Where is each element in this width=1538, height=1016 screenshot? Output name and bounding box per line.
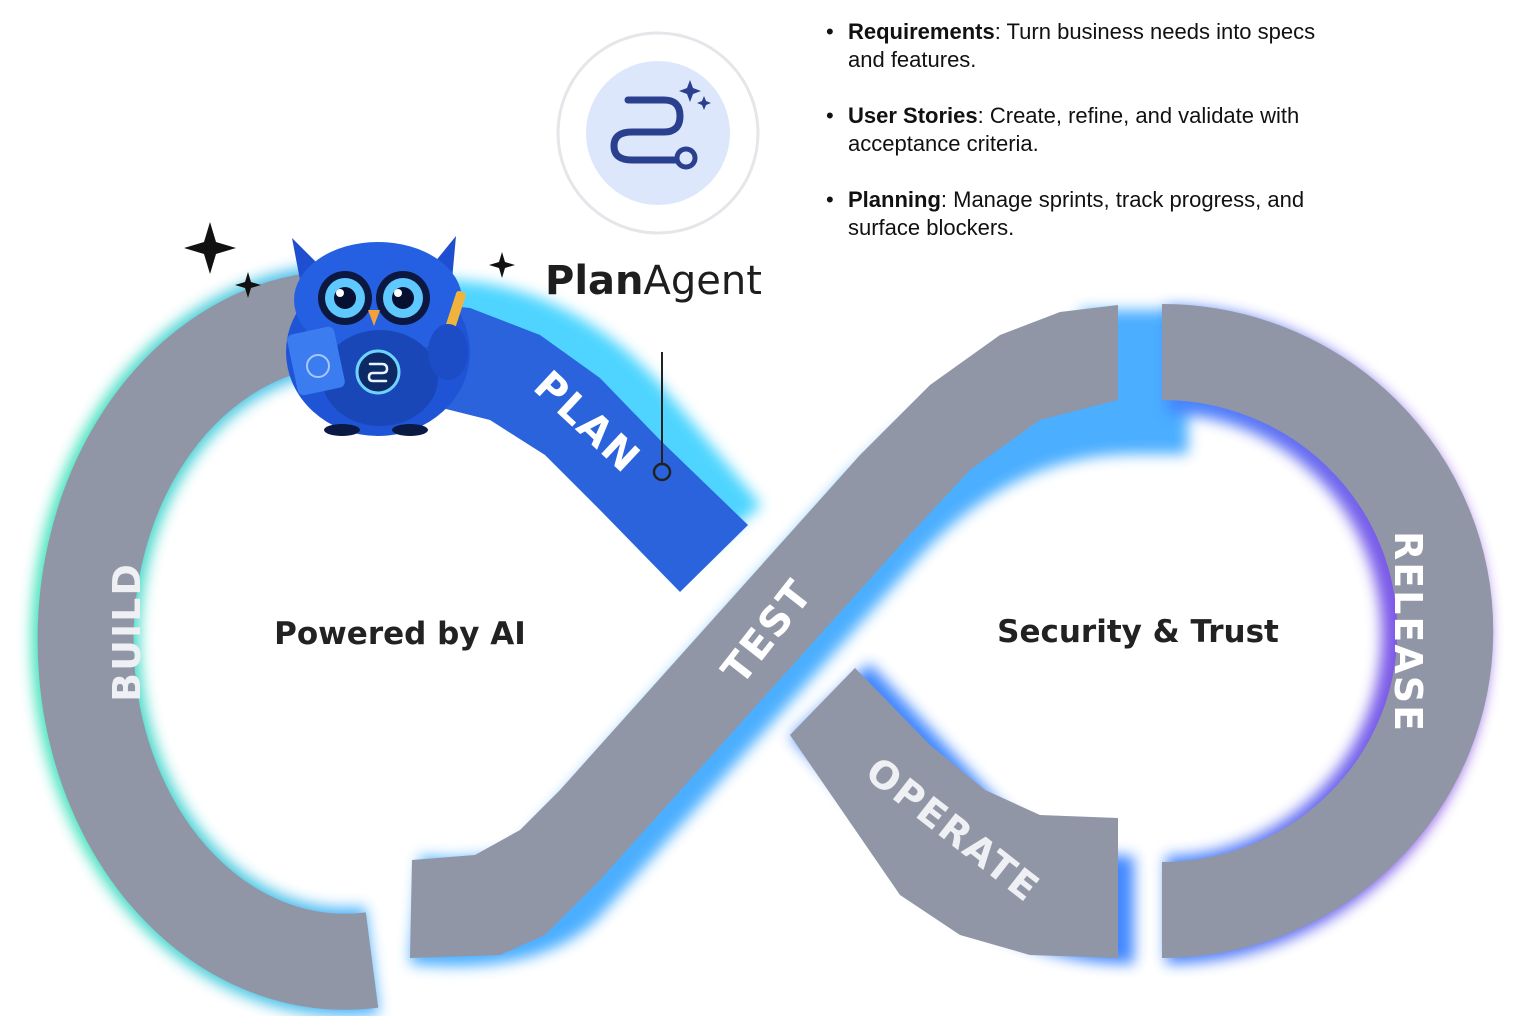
route-sparkle-icon [556,31,760,235]
bullet-icon: • [826,19,834,44]
feature-item: • Planning: Manage sprints, track progres… [822,186,1322,242]
feature-list: • Requirements: Turn business needs into … [822,18,1322,270]
sparkle-icon [235,272,261,298]
brand-name: PlanAgent [545,258,762,304]
feature-text: : Manage sprints, track progress, and su… [848,187,1305,240]
feature-title: Requirements [848,19,995,44]
connector-dot [652,462,672,482]
release-segment [1161,304,1494,958]
bullet-icon: • [826,103,834,128]
owl-mascot-icon [286,236,470,436]
feature-item: • Requirements: Turn business needs into … [822,18,1322,74]
brand-name-regular: Agent [644,258,762,304]
feature-text: : Turn business needs into specs and fea… [848,19,1316,72]
bullet-icon: • [826,187,834,212]
sparkle-icon [489,252,515,278]
feature-item: • User Stories: Create, refine, and valid… [822,102,1322,158]
feature-title: Planning [848,187,941,212]
label-release: RELEASE [1386,531,1430,733]
feature-title: User Stories [848,103,978,128]
label-build: BUILD [105,562,149,702]
sparkle-icon [184,222,236,274]
center-label-left: Powered by AI [274,616,526,652]
center-label-right: Security & Trust [997,614,1279,650]
operate-segment [790,668,1118,958]
build-segment [37,272,379,1010]
plan-segment [380,300,748,592]
feature-text: : Create, refine, and validate with acce… [848,103,1300,156]
test-segment-shape [410,305,1118,958]
brand-name-bold: Plan [545,258,644,304]
